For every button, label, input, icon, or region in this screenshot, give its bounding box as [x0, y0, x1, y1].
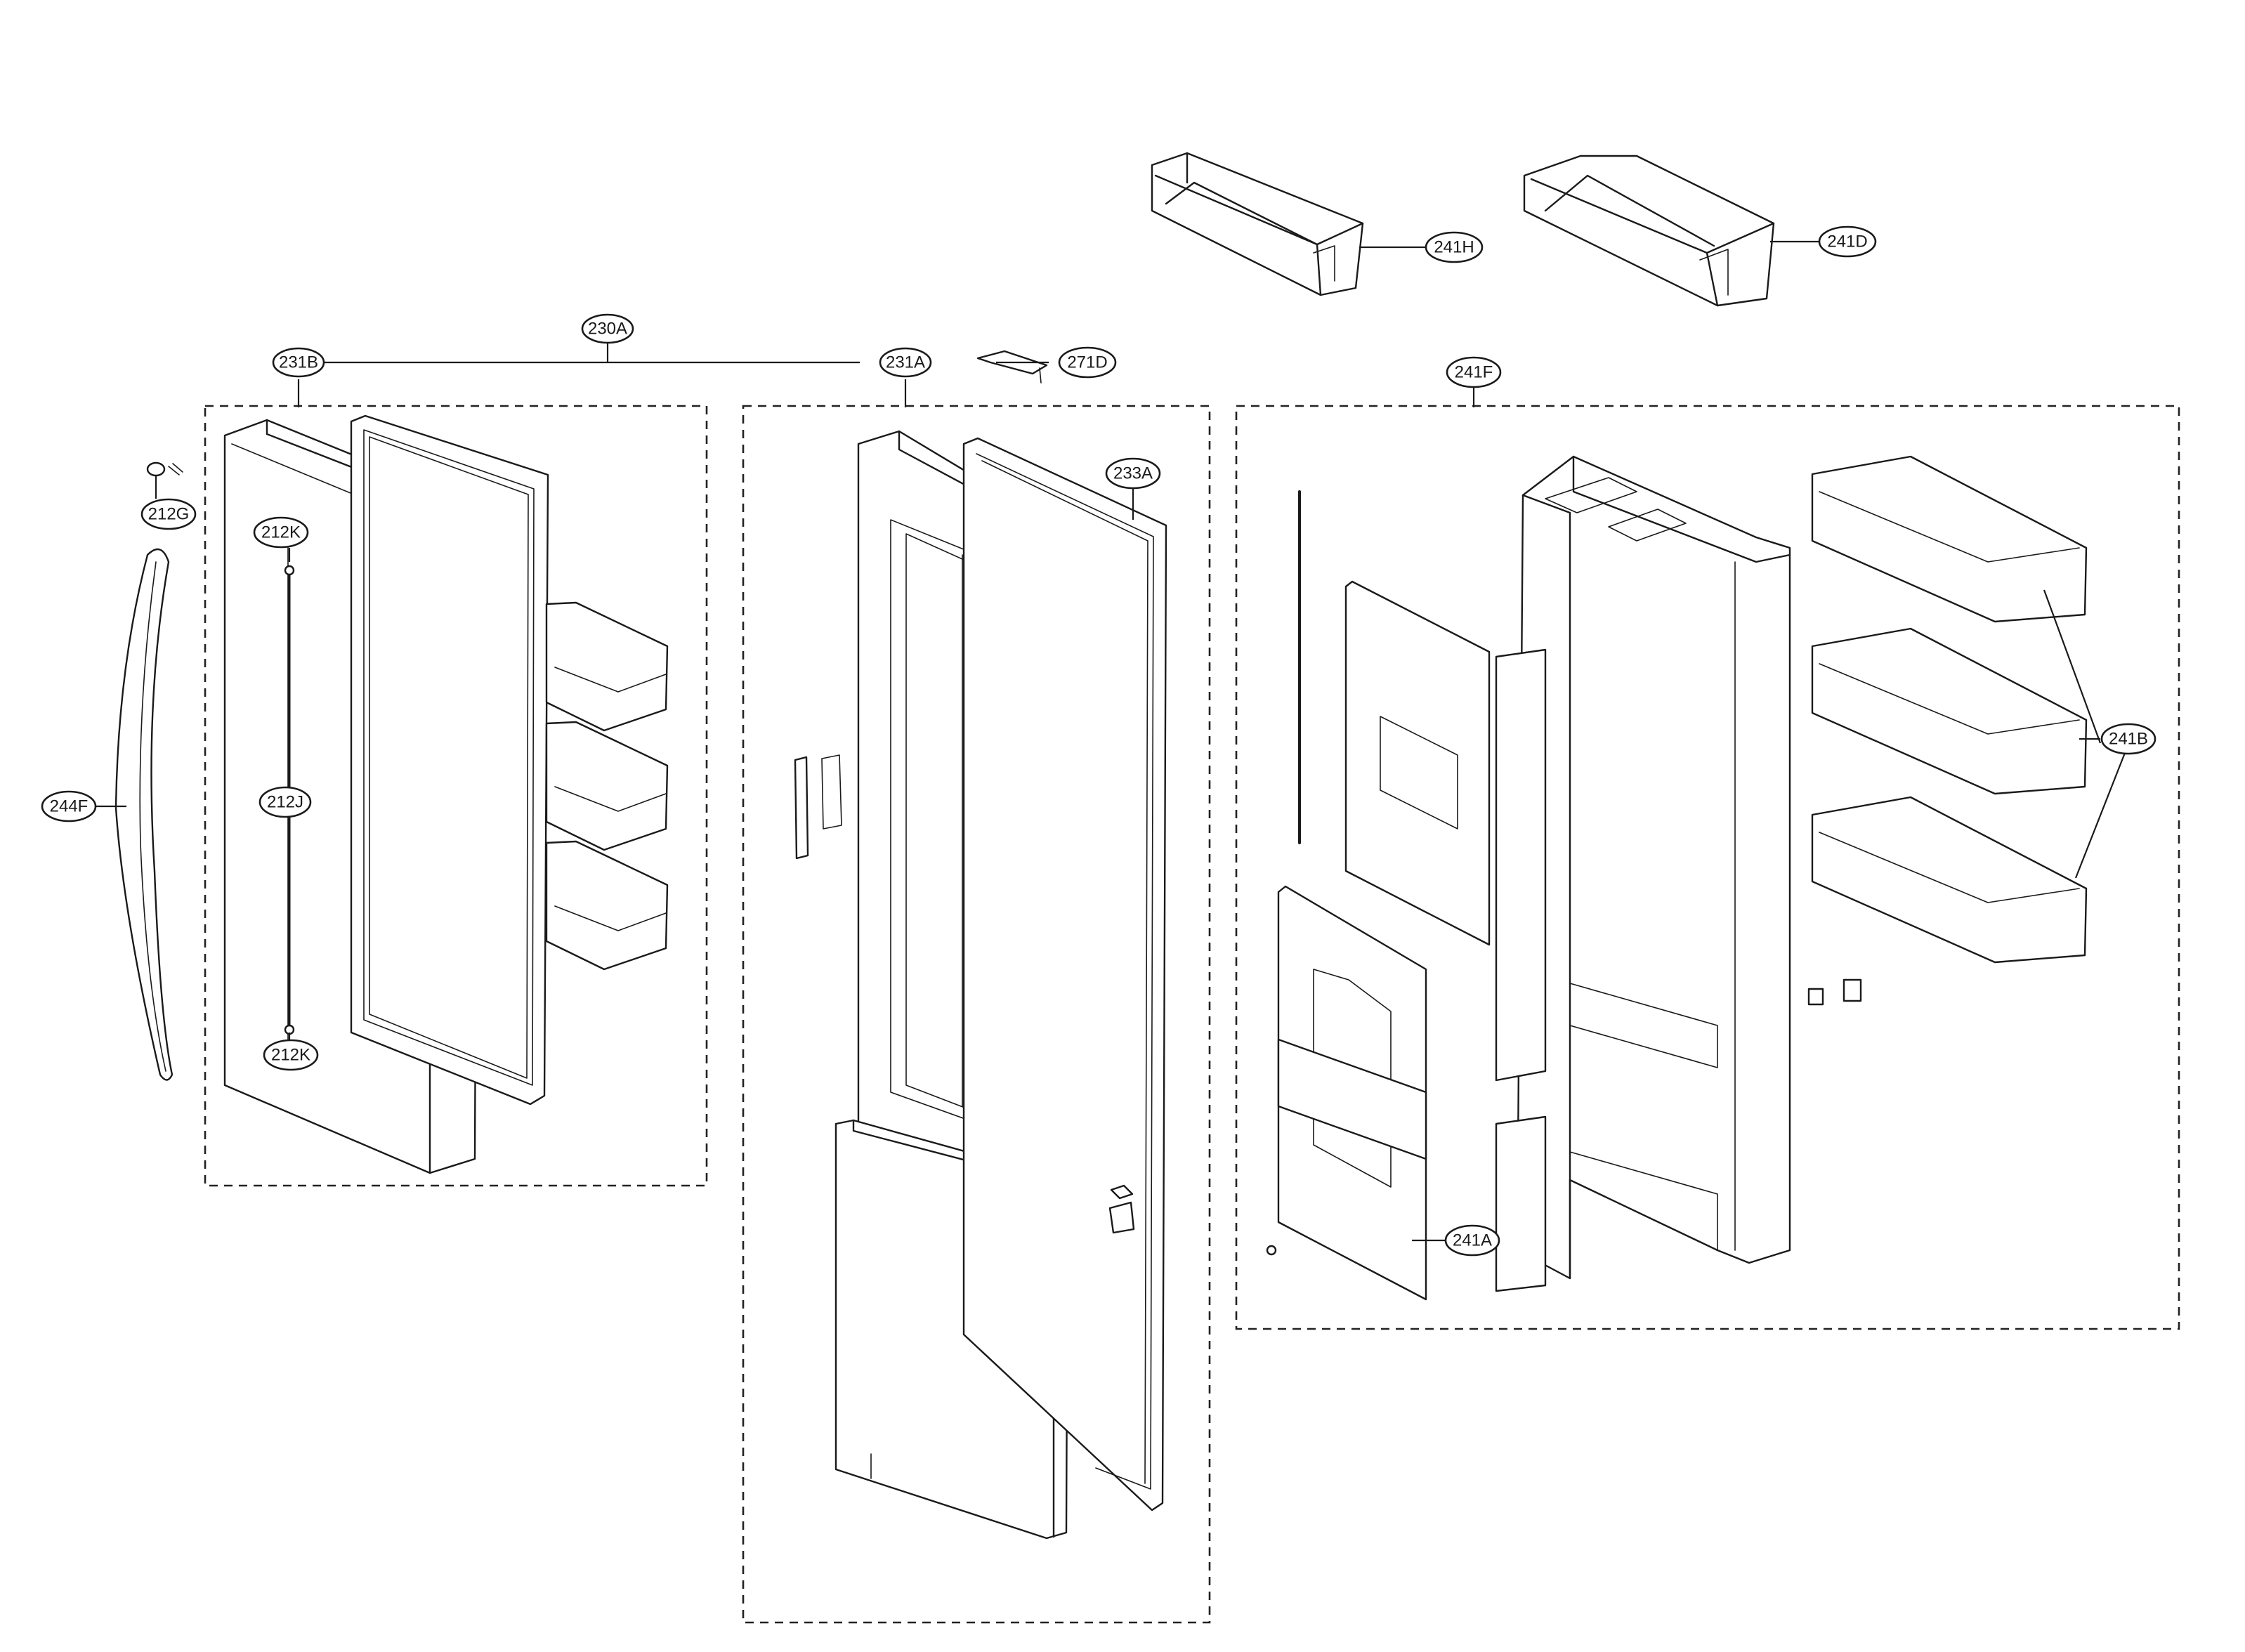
svg-text:212K: 212K	[271, 1046, 310, 1065]
svg-text:231A: 231A	[886, 353, 925, 372]
small-clips	[1807, 978, 1862, 1006]
callout-212G: 212G	[140, 498, 197, 530]
bracket-271D	[976, 350, 1048, 383]
inner-door-group-box	[1235, 405, 2180, 1330]
dispenser-cover-panel	[1298, 490, 1491, 946]
callout-241F: 241F	[1446, 356, 1502, 388]
door-bin-241H	[1151, 152, 1364, 296]
svg-text:244F: 244F	[50, 797, 89, 816]
svg-text:241D: 241D	[1827, 232, 1867, 251]
svg-text:231B: 231B	[279, 353, 318, 372]
callout-241D: 241D	[1818, 225, 1877, 258]
callout-212K-top: 212K	[253, 516, 309, 549]
callout-231A: 231A	[879, 347, 932, 378]
handle-screw-212G	[146, 461, 183, 477]
inner-door-bins-241B	[1811, 455, 2088, 964]
callout-241B: 241B	[2100, 723, 2156, 755]
svg-text:212G: 212G	[148, 505, 190, 524]
callout-212J: 212J	[258, 786, 312, 818]
svg-text:233A: 233A	[1113, 464, 1153, 483]
door-bin-241D	[1523, 155, 1775, 307]
svg-text:212J: 212J	[267, 793, 303, 812]
callout-241H: 241H	[1425, 231, 1484, 263]
callout-241A: 241A	[1444, 1224, 1500, 1257]
svg-text:241H: 241H	[1434, 238, 1474, 257]
left-door-bins	[545, 601, 669, 971]
right-door-gasket-233A	[962, 437, 1167, 1512]
inner-door-liner-241F	[1516, 455, 1791, 1280]
svg-text:241F: 241F	[1455, 363, 1493, 382]
hinge-bracket-parts	[794, 754, 1135, 1234]
leader-lines	[96, 240, 2126, 1242]
svg-text:241B: 241B	[2109, 730, 2148, 749]
door-handle-244F	[114, 548, 174, 1081]
callout-271D: 271D	[1058, 346, 1117, 379]
inner-door-trim-strip	[1495, 648, 1547, 1292]
callout-231B: 231B	[272, 347, 325, 378]
callout-230A: 230A	[581, 313, 634, 344]
callout-212K-bottom: 212K	[263, 1039, 319, 1071]
left-door-gasket	[350, 414, 549, 1106]
svg-text:212K: 212K	[261, 523, 301, 542]
svg-text:271D: 271D	[1067, 353, 1107, 372]
svg-text:230A: 230A	[588, 320, 627, 339]
callout-244F: 244F	[41, 790, 97, 822]
left-door-group-box	[204, 405, 708, 1187]
dispenser-panel-241A	[1266, 885, 1427, 1301]
callout-233A: 233A	[1105, 457, 1161, 490]
svg-text:241A: 241A	[1453, 1231, 1492, 1250]
